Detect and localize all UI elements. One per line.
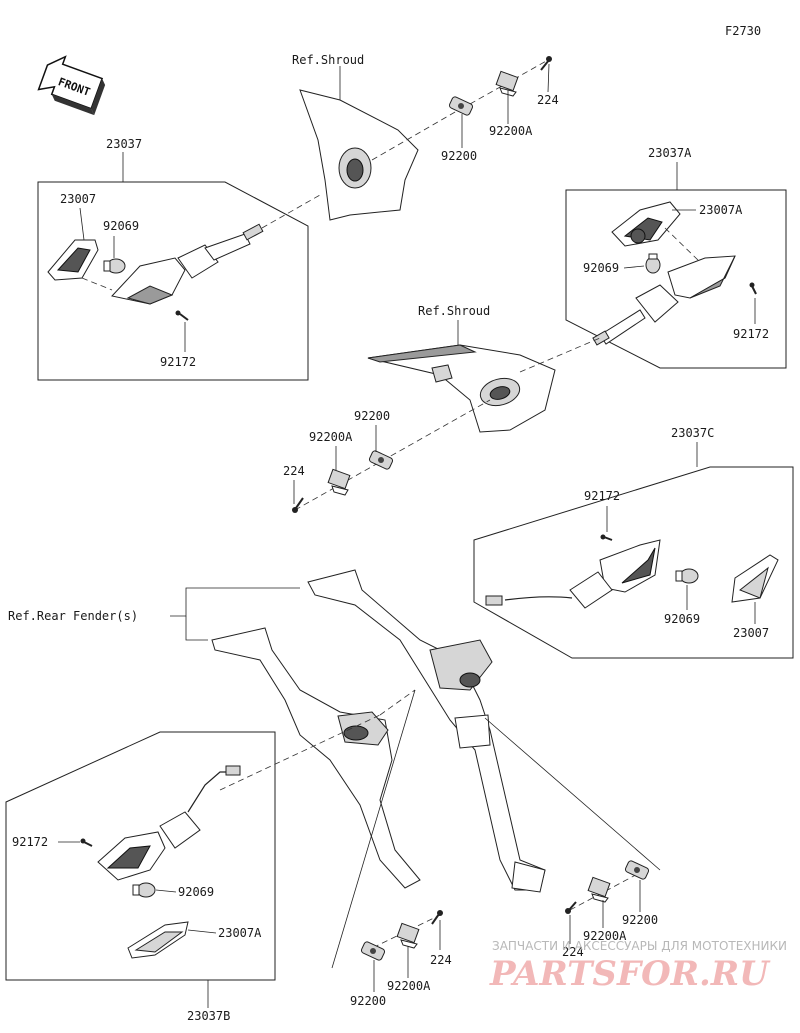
front-arrow-icon: FRONT bbox=[37, 55, 106, 116]
label-92200A-br: 92200A bbox=[583, 929, 627, 943]
group-23037B-frame bbox=[5, 731, 276, 981]
label-92200A-mid: 92200A bbox=[309, 430, 353, 444]
nut-92200A-top bbox=[495, 70, 519, 97]
diagram-code: F2730 bbox=[725, 24, 761, 38]
label-92069-a: 92069 bbox=[103, 219, 139, 233]
ref-rear-fender-label: Ref.Rear Fender(s) bbox=[8, 609, 138, 623]
label-224-mid: 224 bbox=[283, 464, 305, 478]
leader bbox=[170, 587, 300, 617]
axis-line bbox=[81, 277, 113, 291]
rear-fender-bracket-left bbox=[211, 627, 421, 889]
label-23007A-b: 23007A bbox=[218, 926, 262, 940]
axis-line bbox=[371, 107, 463, 161]
label-23037A: 23037A bbox=[648, 146, 692, 160]
screw-92172-c bbox=[600, 534, 613, 541]
lens-23007-c bbox=[731, 554, 779, 603]
bulb-92069-a bbox=[103, 258, 126, 274]
rear-fender-bracket-right bbox=[307, 569, 546, 893]
screw-224-br bbox=[565, 901, 577, 914]
label-92200-top: 92200 bbox=[441, 149, 477, 163]
screw-224-bl bbox=[431, 910, 443, 925]
grommet-92200-bl bbox=[360, 941, 386, 961]
leader bbox=[331, 689, 416, 969]
label-92069-c: 92069 bbox=[664, 612, 700, 626]
group-23037C-frame bbox=[473, 466, 794, 659]
bulb-92069-c bbox=[675, 568, 699, 584]
lens-23007A-b bbox=[127, 921, 189, 959]
axis-line bbox=[294, 399, 491, 511]
grommet-92200-br bbox=[624, 860, 650, 880]
axis-line bbox=[261, 194, 321, 229]
axis-line bbox=[664, 227, 701, 263]
screw-224-top bbox=[540, 56, 552, 71]
group-23037A-frame bbox=[565, 189, 787, 369]
label-23007-a: 23007 bbox=[60, 192, 96, 206]
leader bbox=[187, 929, 217, 934]
leader bbox=[623, 265, 645, 269]
leader bbox=[547, 63, 550, 93]
label-92172-right: 92172 bbox=[733, 327, 769, 341]
label-92172-c: 92172 bbox=[584, 489, 620, 503]
leader bbox=[155, 889, 177, 893]
label-92200-br: 92200 bbox=[622, 913, 658, 927]
label-224-br: 224 bbox=[562, 945, 584, 959]
ref-shroud-mid-label: Ref.Shroud bbox=[418, 304, 490, 318]
grommet-92200-top bbox=[448, 96, 474, 116]
turn-signal-23037A bbox=[592, 255, 736, 346]
lens-23007 bbox=[47, 239, 99, 281]
label-23037: 23037 bbox=[106, 137, 142, 151]
label-92069-b: 92069 bbox=[178, 885, 214, 899]
label-92069-right: 92069 bbox=[583, 261, 619, 275]
screw-224-mid bbox=[292, 497, 304, 513]
watermark-logo: PARTSFOR.RU bbox=[489, 954, 771, 994]
turn-signal-23037C bbox=[485, 539, 661, 609]
nut-92200A-br bbox=[587, 876, 611, 903]
bulb-92069-right bbox=[645, 253, 661, 274]
axis-line bbox=[519, 337, 601, 373]
leader bbox=[79, 207, 85, 241]
screw-92172-a bbox=[175, 310, 189, 321]
label-23037B: 23037B bbox=[187, 1009, 230, 1023]
nut-92200A-mid bbox=[327, 468, 351, 496]
label-23007-c: 23007 bbox=[733, 626, 769, 640]
screw-92172-b bbox=[80, 838, 93, 847]
axis-line bbox=[379, 689, 416, 716]
label-23007A-right: 23007A bbox=[699, 203, 743, 217]
label-92200A-bl: 92200A bbox=[387, 979, 431, 993]
shroud-top bbox=[299, 89, 419, 221]
turn-signal-23037B bbox=[97, 765, 241, 881]
label-92200A-top: 92200A bbox=[489, 124, 533, 138]
label-92200-mid: 92200 bbox=[354, 409, 390, 423]
lens-23007A-right bbox=[611, 201, 681, 247]
label-23037C: 23037C bbox=[671, 426, 714, 440]
nut-92200A-bl bbox=[396, 922, 420, 949]
group-23037-frame bbox=[37, 181, 309, 381]
screw-92172-right bbox=[749, 282, 757, 295]
label-224-top: 224 bbox=[537, 93, 559, 107]
label-224-bl: 224 bbox=[430, 953, 452, 967]
label-92172-a: 92172 bbox=[160, 355, 196, 369]
turn-signal-23037 bbox=[111, 223, 264, 305]
label-92172-b: 92172 bbox=[12, 835, 48, 849]
label-92200-bl: 92200 bbox=[350, 994, 386, 1008]
leader bbox=[484, 717, 661, 871]
ref-shroud-top-label: Ref.Shroud bbox=[292, 53, 364, 67]
watermark-tagline: ЗАПЧАСТИ И АКСЕССУАРЫ ДЛЯ МОТОТЕХНИКИ bbox=[492, 939, 787, 953]
grommet-92200-mid bbox=[368, 450, 394, 470]
bulb-92069-b bbox=[132, 882, 156, 898]
leader bbox=[185, 616, 208, 641]
shroud-mid bbox=[367, 344, 556, 433]
